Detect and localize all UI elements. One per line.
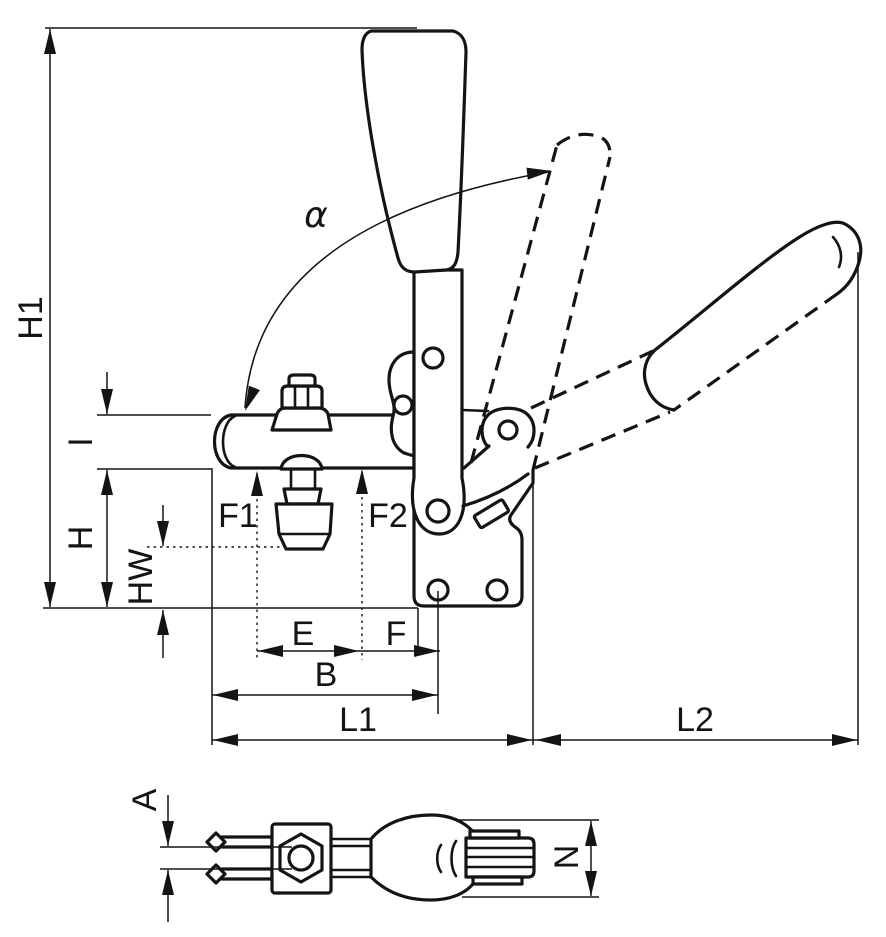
handle-lever — [410, 268, 466, 536]
screw-block-plan — [270, 822, 333, 895]
dim-label-l1: L1 — [339, 701, 377, 739]
dimension-lines — [43, 27, 859, 922]
swing-arc — [244, 171, 549, 409]
dim-label-i: I — [62, 437, 100, 446]
dim-label-h: H — [62, 526, 100, 551]
clamping-arm — [212, 413, 416, 470]
handle-intermediate-dashed — [469, 132, 612, 471]
dimension-labels: H1 I H HW F1 F2 E F B L1 L2 α A N — [12, 195, 714, 869]
dim-label-f2: F2 — [368, 497, 408, 535]
dim-label-l2: L2 — [676, 701, 714, 739]
dim-label-e: E — [292, 615, 315, 653]
dim-label-a: A — [126, 788, 164, 811]
handle-grip-closed — [360, 29, 468, 274]
stop-tab — [472, 498, 511, 530]
side-view — [212, 29, 863, 608]
handle-grip-plan — [369, 813, 536, 902]
pivot-hole — [425, 498, 451, 524]
dim-label-h1: H1 — [12, 296, 50, 339]
dim-label-f: F — [386, 615, 407, 653]
lever-hole — [421, 346, 445, 370]
bottom-view — [205, 813, 536, 902]
dim-label-f1: F1 — [218, 497, 258, 535]
clamping-screw — [270, 373, 333, 432]
link-plate — [387, 350, 416, 458]
dim-label-hw: HW — [122, 549, 160, 606]
handle-open — [530, 220, 863, 470]
dim-label-b: B — [315, 656, 338, 694]
toggle-boss — [460, 406, 536, 508]
dim-label-alpha: α — [304, 195, 328, 236]
spindle-foot — [274, 454, 334, 551]
dim-label-n: N — [548, 845, 586, 870]
mounting-hole — [485, 578, 509, 602]
